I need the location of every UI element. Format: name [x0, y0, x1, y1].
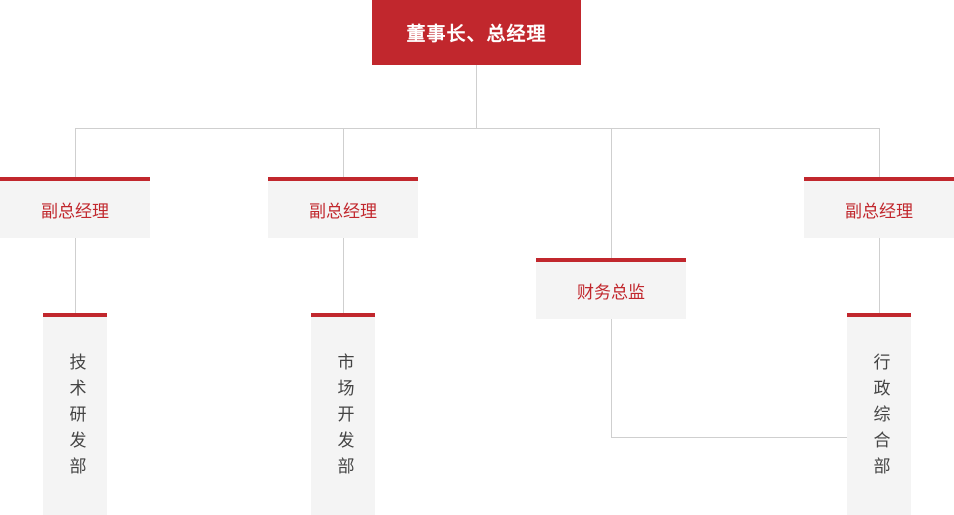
node-deputy-general-manager-3[interactable]: 副总经理: [804, 177, 954, 238]
node-finance-director[interactable]: 财务总监: [536, 258, 686, 319]
connector-finance-drop: [611, 319, 612, 438]
connector-finance-to-admin: [611, 437, 879, 438]
node-market-development-department[interactable]: 市场开发部: [311, 313, 375, 515]
node-administration-department[interactable]: 行政综合部: [847, 313, 911, 515]
connector-drop-col4: [879, 128, 880, 177]
node-label: 行政综合部: [869, 353, 890, 483]
node-label: 董事长、总经理: [406, 23, 547, 45]
node-tech-rnd-department[interactable]: 技术研发部: [43, 313, 107, 515]
node-deputy-general-manager-1[interactable]: 副总经理: [0, 177, 150, 238]
connector-drop-col1: [75, 128, 76, 177]
node-label: 副总经理: [309, 202, 377, 222]
node-label: 副总经理: [41, 202, 109, 222]
connector-drop-col3: [611, 128, 612, 258]
node-label: 市场开发部: [333, 353, 354, 483]
node-label: 财务总监: [577, 283, 645, 303]
connector-col4-to-dept: [879, 238, 880, 313]
node-label: 副总经理: [845, 202, 913, 222]
connector-level2-bus: [75, 128, 880, 129]
connector-col2-to-dept: [343, 238, 344, 313]
node-chairman-general-manager[interactable]: 董事长、总经理: [372, 0, 581, 65]
connector-col1-to-dept: [75, 238, 76, 313]
connector-root-stem: [476, 65, 477, 128]
node-deputy-general-manager-2[interactable]: 副总经理: [268, 177, 418, 238]
node-label: 技术研发部: [65, 353, 86, 483]
connector-drop-col2: [343, 128, 344, 177]
